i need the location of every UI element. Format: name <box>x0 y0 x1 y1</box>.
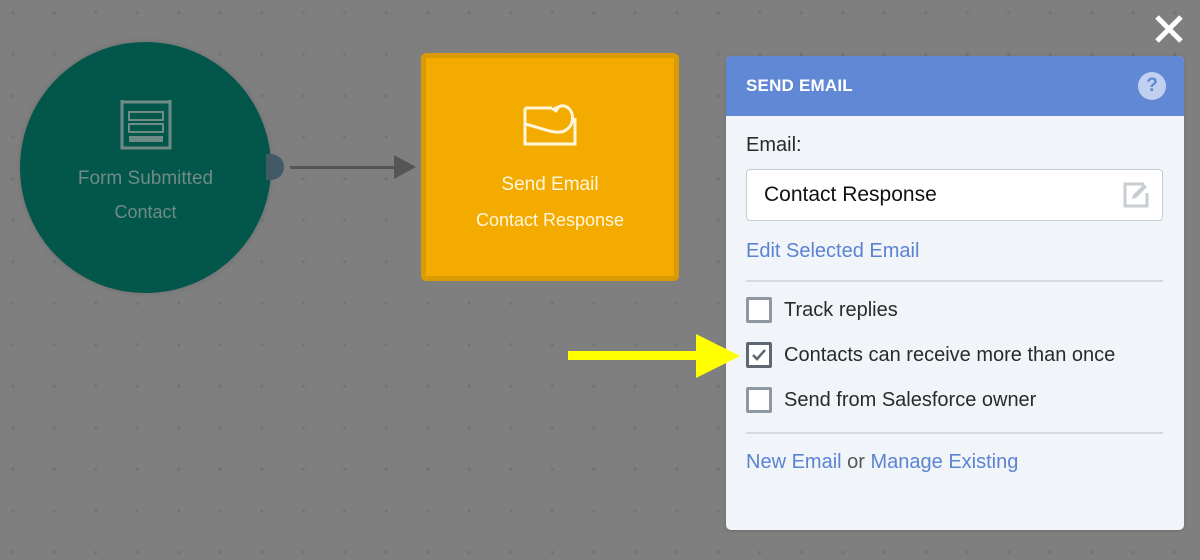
divider <box>746 280 1163 282</box>
action-node-send-email[interactable]: Send Email Contact Response <box>421 53 679 281</box>
send-from-owner-checkbox[interactable] <box>746 387 772 413</box>
track-replies-label: Track replies <box>784 298 898 321</box>
panel-header: SEND EMAIL ? <box>726 56 1184 116</box>
email-send-icon <box>523 104 577 146</box>
new-email-link[interactable]: New Email <box>746 451 842 473</box>
divider <box>746 432 1163 434</box>
close-button[interactable] <box>1152 12 1186 46</box>
help-icon[interactable]: ? <box>1138 72 1166 100</box>
option-track-replies[interactable]: Track replies <box>746 297 1164 323</box>
option-send-from-salesforce-owner[interactable]: Send from Salesforce owner <box>746 387 1164 413</box>
email-select-field[interactable]: Contact Response <box>746 169 1163 221</box>
or-text: or <box>847 451 865 473</box>
connector-arrowhead-icon <box>394 155 416 179</box>
send-email-panel: SEND EMAIL ? Email: Contact Response Edi… <box>726 56 1184 530</box>
option-receive-more-than-once[interactable]: Contacts can receive more than once <box>746 342 1164 368</box>
action-node-subtitle: Contact Response <box>475 210 625 230</box>
send-from-owner-label: Send from Salesforce owner <box>784 388 1037 411</box>
email-field-value: Contact Response <box>764 183 937 206</box>
track-replies-checkbox[interactable] <box>746 297 772 323</box>
trigger-node-title: Form Submitted <box>77 168 214 189</box>
edit-selected-email-link[interactable]: Edit Selected Email <box>746 240 920 262</box>
receive-more-than-once-checkbox[interactable] <box>746 342 772 368</box>
trigger-node-subtitle: Contact <box>114 202 177 222</box>
footer-links: New Email or Manage Existing <box>746 451 1164 474</box>
email-field-label: Email: <box>746 134 802 156</box>
output-port[interactable] <box>266 154 284 180</box>
panel-title: SEND EMAIL <box>746 76 853 95</box>
trigger-node-form-submitted[interactable]: Form Submitted Contact <box>20 42 271 293</box>
form-icon <box>120 100 171 150</box>
action-node-title: Send Email <box>501 174 599 195</box>
checkmark-icon <box>752 349 766 361</box>
annotation-arrow-icon <box>568 334 740 378</box>
connector-line <box>290 166 396 169</box>
close-icon <box>1155 15 1183 43</box>
manage-existing-link[interactable]: Manage Existing <box>870 451 1019 473</box>
receive-more-than-once-label: Contacts can receive more than once <box>784 343 1116 366</box>
edit-icon[interactable] <box>1122 181 1150 209</box>
